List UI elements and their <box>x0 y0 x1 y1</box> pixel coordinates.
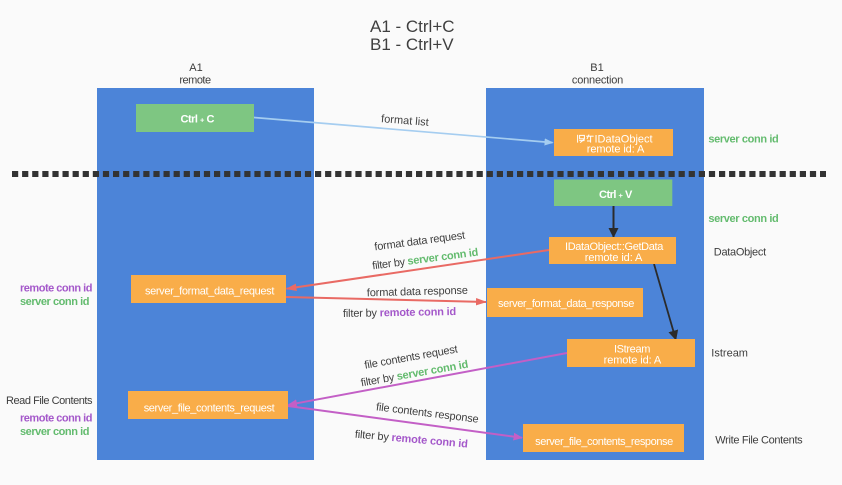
svg-text:server conn id: server conn id <box>708 213 778 225</box>
svg-text:server conn id: server conn id <box>20 426 89 438</box>
svg-text:IDataObject: IDataObject <box>595 133 653 145</box>
svg-text:filter by remote conn id: filter by remote conn id <box>343 306 456 320</box>
svg-text:B1 - Ctrl+V: B1 - Ctrl+V <box>370 35 454 54</box>
svg-text:A1: A1 <box>189 62 202 74</box>
svg-text:format data response: format data response <box>367 285 468 300</box>
svg-text:remote id: A: remote id: A <box>587 144 645 156</box>
svg-text:Istream: Istream <box>711 348 748 360</box>
svg-text:IDataObject::GetData: IDataObject::GetData <box>565 241 664 253</box>
svg-text:A1 - Ctrl+C: A1 - Ctrl+C <box>370 17 455 36</box>
svg-text:Write File Contents: Write File Contents <box>715 434 803 446</box>
svg-text:remote: remote <box>179 75 211 87</box>
svg-text:server_format_data_response: server_format_data_response <box>498 298 634 310</box>
svg-text:remote id: A: remote id: A <box>604 354 662 366</box>
svg-text:server conn id: server conn id <box>20 296 89 308</box>
svg-text:remote conn id: remote conn id <box>20 413 92 425</box>
svg-text:Read File Contents: Read File Contents <box>6 395 93 407</box>
svg-text:IStream: IStream <box>614 343 650 355</box>
svg-text:DataObject: DataObject <box>714 247 766 259</box>
svg-text:format list: format list <box>381 113 429 129</box>
svg-text:connection: connection <box>572 75 623 87</box>
svg-text:server_file_contents_response: server_file_contents_response <box>535 436 673 448</box>
svg-text:server_format_data_request: server_format_data_request <box>145 286 274 298</box>
svg-text:remote id: A: remote id: A <box>585 252 643 264</box>
svg-text:server conn id: server conn id <box>708 134 778 146</box>
svg-text:server_file_contents_request: server_file_contents_request <box>144 402 275 414</box>
svg-text:remote conn id: remote conn id <box>20 283 92 295</box>
svg-text:B1: B1 <box>590 62 603 74</box>
